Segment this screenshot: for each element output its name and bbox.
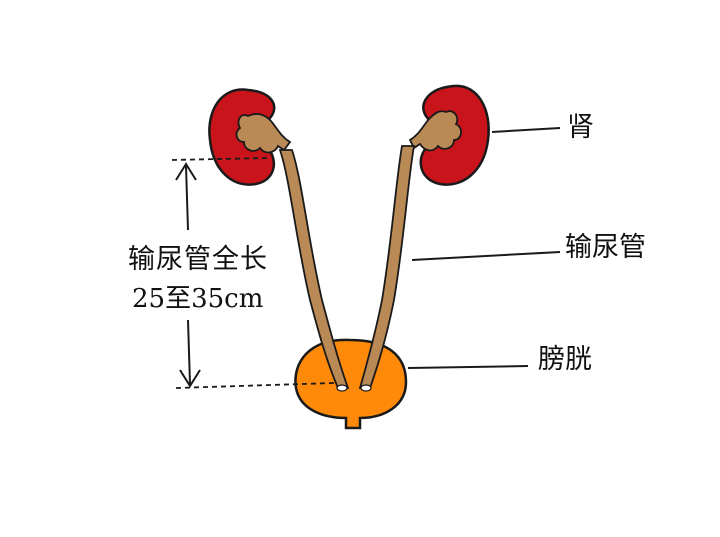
left-ureter-opening [336, 384, 348, 392]
kidney-leader-line [491, 127, 561, 133]
top-reference-dashed-line [171, 157, 269, 161]
ureter-leader-line [411, 251, 561, 261]
left-ureter [278, 149, 350, 389]
length-arrow-bottom [179, 319, 201, 388]
length-arrow-top [175, 162, 197, 231]
ureter-label: 输尿管 [565, 232, 646, 263]
bladder-label: 膀胱 [538, 344, 592, 375]
bladder-leader-line [407, 365, 529, 369]
right-ureter [358, 145, 416, 389]
right-kidney [408, 84, 490, 186]
ureter-length-value: 25至35cm [132, 284, 264, 314]
right-ureter-opening [360, 384, 372, 392]
left-kidney [208, 88, 292, 186]
kidney-label: 肾 [567, 112, 594, 143]
ureter-length-title: 输尿管全长 [128, 244, 268, 275]
